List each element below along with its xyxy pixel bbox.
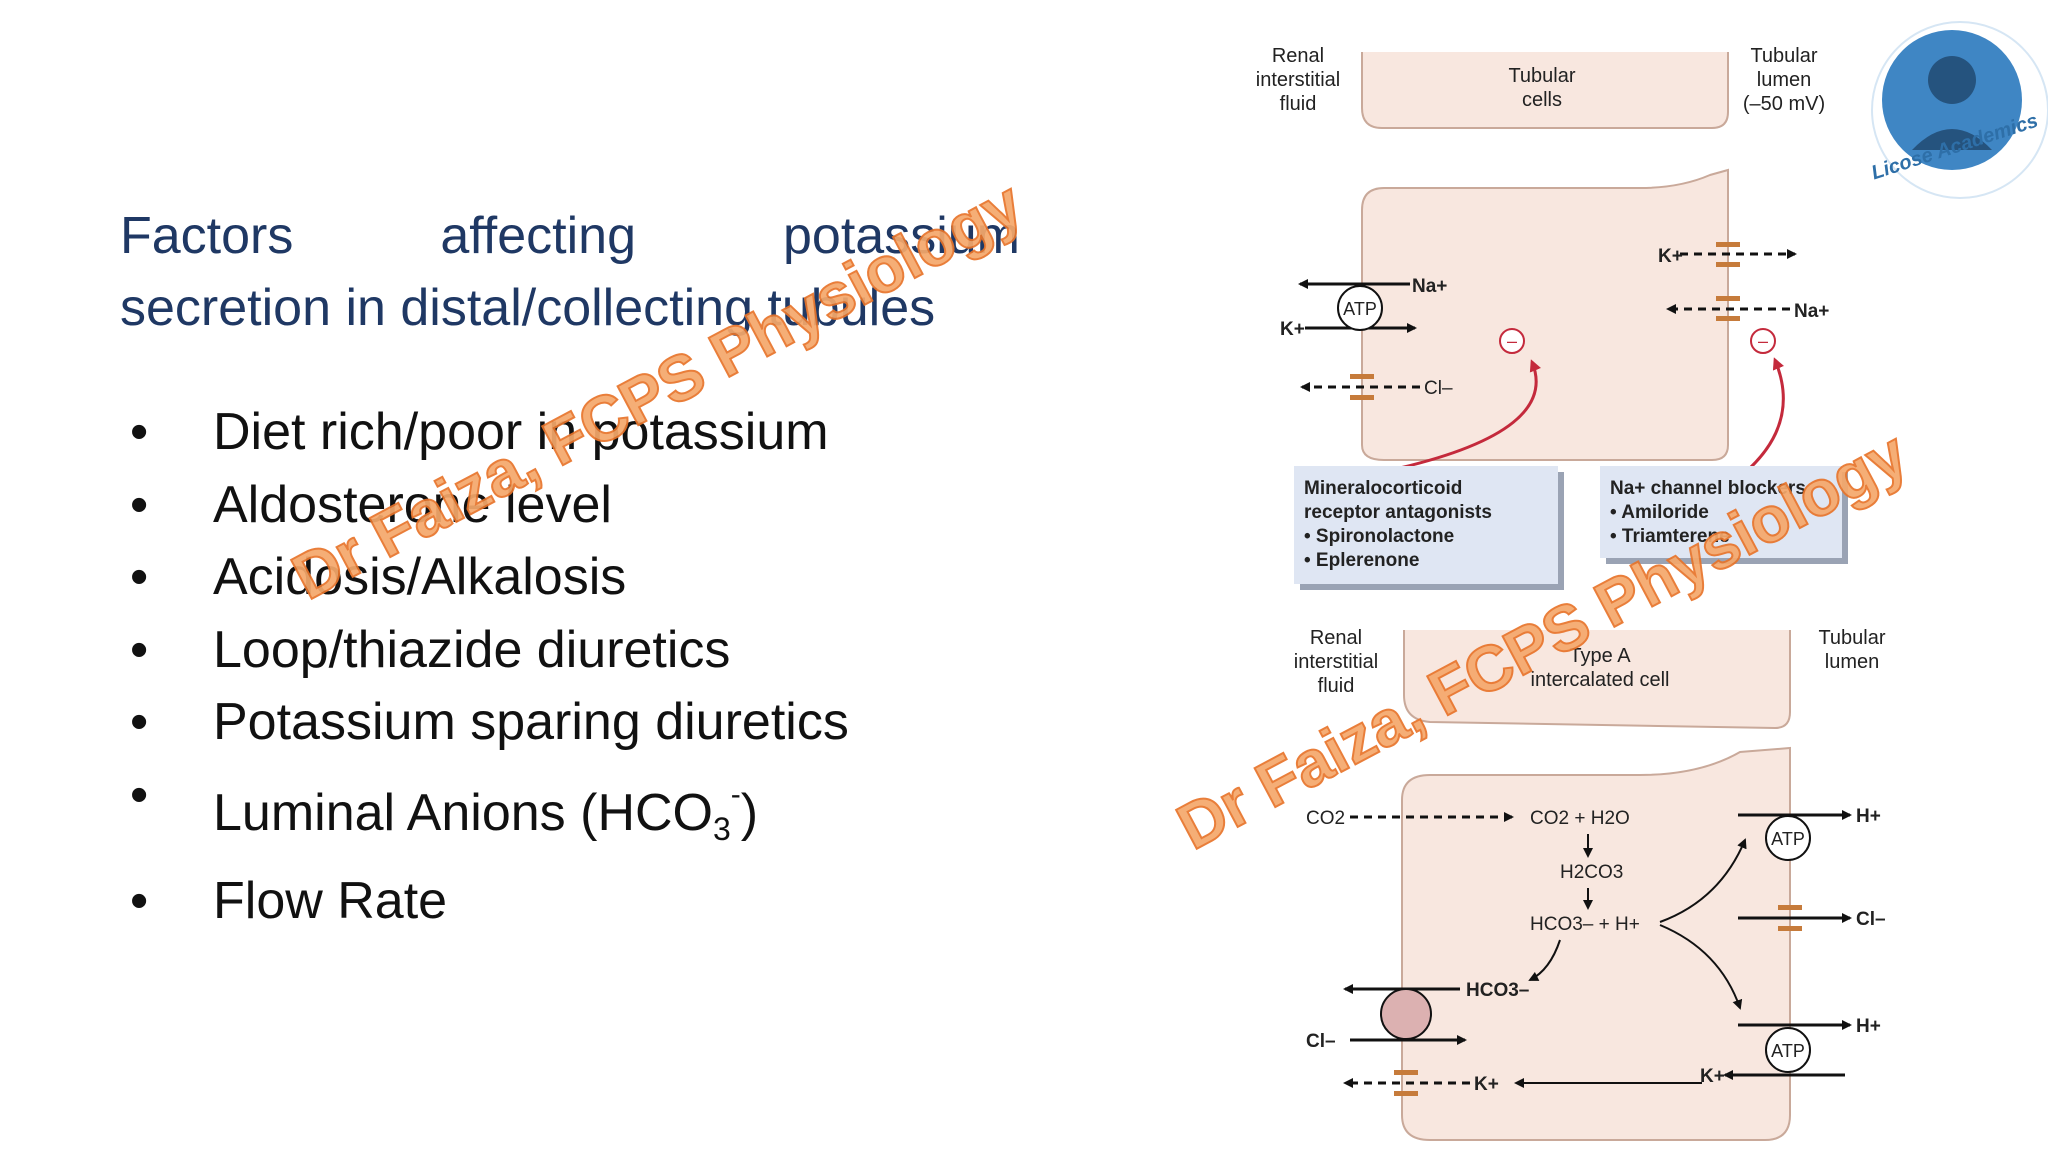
atp-label: ATP xyxy=(1771,829,1805,849)
cl-label: Cl– xyxy=(1424,378,1453,399)
hco3-h-label: HCO3– + H+ xyxy=(1530,914,1640,935)
tubular-lumen-label: Tubular lumen (–50 mV) xyxy=(1743,45,1825,115)
renal-interstitial-label: Renal interstitial fluid xyxy=(1294,627,1378,697)
factor-list: Diet rich/poor in potassium Aldosterone … xyxy=(130,396,849,938)
tubular-cells-label: Tubular cells xyxy=(1508,65,1575,111)
cl-label: Cl– xyxy=(1306,1031,1336,1052)
svg-text:• Eplerenone: • Eplerenone xyxy=(1304,550,1419,571)
list-item: Loop/thiazide diuretics xyxy=(130,614,849,687)
svg-text:lumen: lumen xyxy=(1825,651,1879,673)
k-label: K+ xyxy=(1700,1066,1725,1087)
svg-text:lumen: lumen xyxy=(1757,69,1811,91)
upper-cell xyxy=(1361,52,1729,129)
list-item-text: Acidosis/Alkalosis xyxy=(213,548,627,606)
svg-text:Na+ channel blockers: Na+ channel blockers xyxy=(1610,478,1806,499)
atp-label: ATP xyxy=(1343,299,1377,319)
bottom-panel: Renal interstitial fluid Type A intercal… xyxy=(1294,627,1886,1141)
svg-text:Tubular: Tubular xyxy=(1508,65,1575,87)
na-channel-blockers-box: Na+ channel blockers • Amiloride • Triam… xyxy=(1600,466,1848,564)
svg-text:fluid: fluid xyxy=(1280,93,1317,115)
academy-logo xyxy=(1871,21,2048,199)
na-label: Na+ xyxy=(1794,301,1829,322)
inhibit-icon: – xyxy=(1499,328,1525,354)
list-item: Aldosterone level xyxy=(130,469,849,542)
k-label: K+ xyxy=(1474,1074,1499,1095)
mineralocorticoid-box: Mineralocorticoid receptor antagonists •… xyxy=(1294,466,1564,590)
list-item: Luminal Anions (HCO3-) xyxy=(130,759,849,866)
hco3-label: HCO3– xyxy=(1466,980,1529,1001)
na-k-atpase: ATP Na+ K+ xyxy=(1280,276,1447,340)
list-item: Flow Rate xyxy=(130,865,849,938)
svg-text:receptor antagonists: receptor antagonists xyxy=(1304,502,1492,523)
svg-text:–: – xyxy=(1758,331,1768,351)
list-item-tail: ) xyxy=(740,783,759,842)
list-item-text: Aldosterone level xyxy=(213,475,612,534)
svg-text:(–50 mV): (–50 mV) xyxy=(1743,93,1825,115)
renal-interstitial-label: Renal interstitial fluid xyxy=(1256,45,1340,115)
subscript: 3 xyxy=(713,810,731,847)
na-label: Na+ xyxy=(1412,276,1447,297)
list-item-text: Flow Rate xyxy=(213,872,448,930)
h-label: H+ xyxy=(1856,1016,1881,1037)
h-label: H+ xyxy=(1856,806,1881,827)
k-label: K+ xyxy=(1658,246,1683,267)
co2-label: CO2 xyxy=(1306,808,1345,829)
cl-channel: Cl– xyxy=(1300,374,1453,400)
cell-type-label: Type A intercalated cell xyxy=(1531,645,1670,691)
h-atpase: ATP H+ xyxy=(1738,806,1881,861)
svg-text:Renal: Renal xyxy=(1310,627,1362,649)
svg-text:fluid: fluid xyxy=(1318,675,1355,697)
h2co3-label: H2CO3 xyxy=(1560,862,1623,883)
top-panel: Renal interstitial fluid Tubular cells T… xyxy=(1256,45,1848,590)
svg-text:Tubular: Tubular xyxy=(1750,45,1817,67)
svg-text:interstitial: interstitial xyxy=(1256,69,1340,91)
upper-cell xyxy=(1403,630,1791,730)
svg-text:• Spironolactone: • Spironolactone xyxy=(1304,526,1454,547)
cl-channel: Cl– xyxy=(1738,905,1886,931)
list-item-text: Diet rich/poor in potassium xyxy=(213,403,829,461)
title-line-2: secretion in distal/collecting tubules xyxy=(120,279,936,337)
tubular-lumen-label: Tubular lumen xyxy=(1818,627,1885,673)
list-item: Potassium sparing diuretics xyxy=(130,686,849,759)
tubular-cell xyxy=(1361,168,1729,461)
svg-text:Tubular: Tubular xyxy=(1818,627,1885,649)
superscript: - xyxy=(730,777,741,811)
red-arrow xyxy=(1748,357,1785,470)
svg-text:• Triamterene: • Triamterene xyxy=(1610,526,1730,547)
list-item: Diet rich/poor in potassium xyxy=(130,396,849,469)
list-item: Acidosis/Alkalosis xyxy=(130,541,849,614)
svg-text:Mineralocorticoid: Mineralocorticoid xyxy=(1304,478,1462,499)
inhibit-icon: – xyxy=(1750,328,1776,354)
cl-label: Cl– xyxy=(1856,909,1886,930)
svg-text:intercalated cell: intercalated cell xyxy=(1531,669,1670,691)
list-item-text: Potassium sparing diuretics xyxy=(213,693,849,751)
svg-text:Renal: Renal xyxy=(1272,45,1324,67)
slide-title: Factors affecting potassium secretion in… xyxy=(120,200,1020,344)
list-item-text: Loop/thiazide diuretics xyxy=(213,620,731,679)
title-word: potassium xyxy=(782,207,1020,265)
svg-text:–: – xyxy=(1507,331,1517,351)
svg-text:interstitial: interstitial xyxy=(1294,651,1378,673)
title-word: Factors xyxy=(120,207,294,265)
na-channel: Na+ xyxy=(1666,296,1829,322)
atp-label: ATP xyxy=(1771,1041,1805,1061)
title-word: affecting xyxy=(440,207,636,265)
k-channel: K+ xyxy=(1658,242,1797,267)
intercalated-cell xyxy=(1401,746,1791,1141)
svg-text:• Amiloride: • Amiloride xyxy=(1610,502,1709,523)
red-arrow xyxy=(1399,359,1541,470)
k-label: K+ xyxy=(1280,319,1305,340)
co2-h2o-label: CO2 + H2O xyxy=(1530,808,1630,829)
svg-text:Type A: Type A xyxy=(1569,645,1631,667)
svg-text:cells: cells xyxy=(1522,89,1562,111)
cl-hco3-exchanger: HCO3– Cl– xyxy=(1306,980,1529,1052)
k-channel: K+ xyxy=(1343,1070,1702,1096)
h-k-atpase: ATP H+ K+ xyxy=(1700,1016,1881,1087)
list-item-text: Luminal Anions (HCO xyxy=(213,783,713,842)
